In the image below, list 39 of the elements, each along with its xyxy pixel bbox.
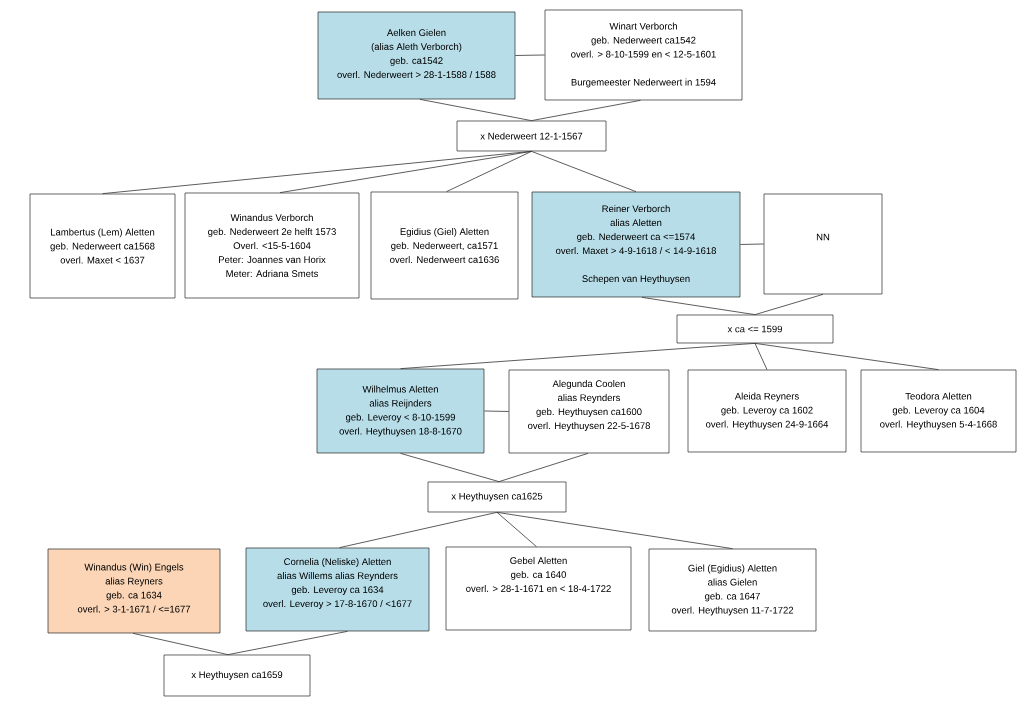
connector-line — [400, 452, 500, 483]
person-box: Winart Verborch geb. Nederweert ca1542 overl. > 8-10-1599 en < 12-5-1601 Burgemeester Nederweert in 1594 — [544, 9, 743, 101]
marriage-box: x ca <= 1599 — [676, 314, 834, 344]
connector-line — [400, 342, 756, 370]
marriage-box: x Heythuysen ca1625 — [427, 481, 567, 513]
person-box: Winandus (Win) Engels alias Reyners geb. ca 1634 overl. > 3-1-1671 / <=1677 — [47, 548, 221, 634]
connector-line — [339, 511, 498, 549]
connector-line — [279, 150, 532, 194]
person-box: Egidius (Giel) Aletten geb. Nederweert, ca1571 overl. Nederweert ca1636 — [370, 191, 519, 300]
person-box: Giel (Egidius) Aletten alias Gielen geb. ca 1647 overl. Heythuysen 11-7-1722 — [648, 548, 817, 632]
person-box: Cornelia (Neliske) Aletten alias Willems alias Reynders geb. Leveroy ca 1634 overl. Leveroy > 17-8-1670 / <1677 — [245, 547, 430, 632]
connector-line — [446, 150, 532, 193]
connector-line — [531, 99, 641, 122]
marriage-box: x Nederweert 12-1-1567 — [456, 120, 607, 152]
person-box: Alegunda Coolen alias Reynders geb. Heythuysen ca1600 overl. Heythuysen 22-5-1678 — [508, 369, 670, 454]
connector-line — [754, 342, 939, 371]
person-box: Aelken Gielen (alias Aleth Verborch) geb. ca1542 overl. Nederweert > 28-1-1588 / 1588 — [317, 11, 516, 100]
connector-line — [754, 293, 824, 316]
person-box: Lambertus (Lem) Aletten geb. Nederweert ca1568 overl. Maxet < 1637 — [29, 193, 176, 299]
person-box: Reiner Verborch alias Aletten geb. Nederweert ca <=1574 overl. Maxet > 4-9-1618 / < 14-9-1618 Schepen van Heythuysen — [531, 191, 741, 298]
connector-line — [641, 296, 756, 316]
connector-line — [419, 98, 532, 122]
person-box: Gebel Aletten geb. ca 1640 overl. > 28-1-1671 en < 18-4-1722 — [445, 546, 632, 631]
connector-line — [496, 511, 733, 550]
person-box: Wilhelmus Aletten alias Reijnders geb. Leveroy < 8-10-1599 overl. Heythuysen 18-8-1670 — [316, 368, 485, 454]
connector-line — [498, 452, 589, 483]
person-box: Aleida Reyners geb. Leveroy ca 1602 overl. Heythuysen 24-9-1664 — [687, 369, 847, 453]
person-box: Winandus Verborch geb. Nederweert 2e helft 1573 Overl. <15-5-1604 Peter: Joannes van Horix Meter: Adriana Smets — [184, 192, 360, 299]
connector-line — [739, 243, 765, 245]
connector-line — [227, 630, 348, 656]
connector-line — [514, 54, 546, 56]
person-box: Teodora Aletten geb. Leveroy ca 1604 overl. Heythuysen 5-4-1668 — [860, 369, 1017, 453]
connector-line — [132, 632, 229, 656]
person-box: NN — [763, 193, 883, 295]
connector-line — [483, 410, 510, 412]
connector-line — [531, 150, 637, 193]
marriage-box: x Heythuysen ca1659 — [163, 654, 311, 697]
connector-line — [496, 511, 537, 548]
connector-line — [754, 342, 768, 371]
